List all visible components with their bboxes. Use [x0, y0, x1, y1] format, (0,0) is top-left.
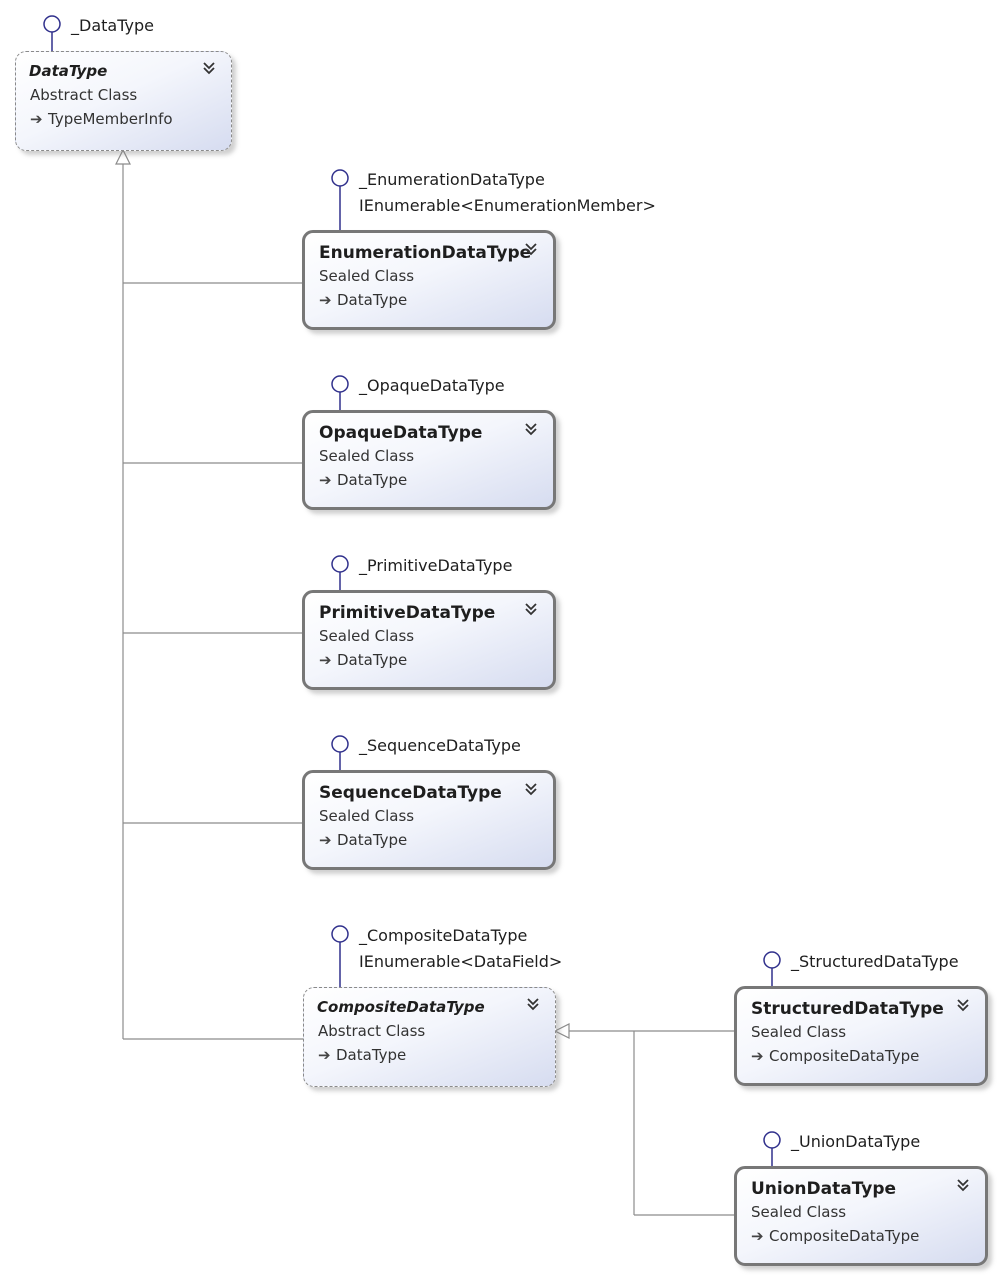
- interface-labels-union: _UnionDataType: [791, 1132, 920, 1158]
- base-type: DataType: [337, 651, 408, 669]
- base-type-row: ➔ CompositeDataType: [751, 1047, 919, 1065]
- class-box-datatype[interactable]: DataType Abstract Class ➔ TypeMemberInfo: [15, 51, 232, 151]
- base-type: CompositeDataType: [769, 1047, 920, 1065]
- base-type: DataType: [337, 471, 408, 489]
- lollipop-icons: [43, 15, 781, 1167]
- double-chevron-down-icon[interactable]: [523, 601, 539, 617]
- double-chevron-down-icon[interactable]: [523, 781, 539, 797]
- interface-labels-opaque: _OpaqueDataType: [359, 376, 505, 402]
- interface-label: _PrimitiveDataType: [359, 556, 513, 575]
- class-name: EnumerationDataType: [319, 243, 532, 263]
- arrow-right-icon: ➔: [30, 110, 43, 128]
- base-type-row: ➔ DataType: [319, 831, 407, 849]
- inheritance-arrowhead-datatype: [115, 148, 131, 165]
- interface-label: IEnumerable<DataField>: [359, 952, 563, 971]
- class-kind: Sealed Class: [319, 267, 415, 285]
- base-type: DataType: [337, 831, 408, 849]
- double-chevron-down-icon[interactable]: [523, 421, 539, 437]
- base-type-row: ➔ DataType: [319, 651, 407, 669]
- arrow-right-icon: ➔: [751, 1047, 764, 1065]
- inheritance-arrowhead-composite: [553, 1023, 570, 1039]
- interface-label: _StructuredDataType: [791, 952, 959, 971]
- arrow-right-icon: ➔: [319, 651, 332, 669]
- double-chevron-down-icon[interactable]: [523, 241, 539, 257]
- interface-labels-composite: _CompositeDataType IEnumerable<DataField…: [359, 926, 562, 978]
- interface-label: _SequenceDataType: [359, 736, 521, 755]
- base-type: DataType: [336, 1046, 407, 1064]
- base-type-row: ➔ CompositeDataType: [751, 1227, 919, 1245]
- double-chevron-down-icon[interactable]: [955, 1177, 971, 1193]
- class-kind: Sealed Class: [319, 627, 415, 645]
- class-name: PrimitiveDataType: [319, 603, 496, 623]
- base-type-row: ➔ DataType: [319, 471, 407, 489]
- double-chevron-down-icon[interactable]: [201, 60, 217, 76]
- arrow-right-icon: ➔: [318, 1046, 331, 1064]
- class-name: SequenceDataType: [319, 783, 502, 803]
- inheritance-lines-datatype: [122, 164, 303, 1040]
- class-box-composite[interactable]: CompositeDataType Abstract Class ➔ DataTy…: [303, 987, 556, 1087]
- interface-labels-primitive: _PrimitiveDataType: [359, 556, 512, 582]
- class-name: CompositeDataType: [317, 998, 485, 1016]
- interface-label: _DataType: [71, 16, 154, 35]
- interface-label: IEnumerable<EnumerationMember>: [359, 196, 656, 215]
- interface-labels-structured: _StructuredDataType: [791, 952, 959, 978]
- inheritance-lines-composite: [569, 1030, 735, 1216]
- interface-label: _OpaqueDataType: [359, 376, 505, 395]
- double-chevron-down-icon[interactable]: [525, 996, 541, 1012]
- base-type-row: ➔ TypeMemberInfo: [30, 110, 173, 128]
- double-chevron-down-icon[interactable]: [955, 997, 971, 1013]
- class-box-enumeration[interactable]: EnumerationDataType Sealed Class ➔ DataTy…: [302, 230, 556, 330]
- class-box-union[interactable]: UnionDataType Sealed Class ➔ CompositeDat…: [734, 1166, 988, 1266]
- class-kind: Abstract Class: [318, 1022, 426, 1040]
- class-box-sequence[interactable]: SequenceDataType Sealed Class ➔ DataType: [302, 770, 556, 870]
- base-type-row: ➔ DataType: [318, 1046, 406, 1064]
- arrow-right-icon: ➔: [319, 831, 332, 849]
- class-kind: Sealed Class: [751, 1203, 847, 1221]
- class-kind: Sealed Class: [319, 807, 415, 825]
- class-name: OpaqueDataType: [319, 423, 483, 443]
- class-name: UnionDataType: [751, 1179, 897, 1199]
- class-kind: Sealed Class: [319, 447, 415, 465]
- interface-label: _EnumerationDataType: [359, 170, 545, 189]
- interface-labels-sequence: _SequenceDataType: [359, 736, 521, 762]
- arrow-right-icon: ➔: [319, 471, 332, 489]
- class-name: DataType: [29, 62, 108, 80]
- interface-label: _UnionDataType: [791, 1132, 921, 1151]
- arrow-right-icon: ➔: [751, 1227, 764, 1245]
- interface-labels-enumeration: _EnumerationDataType IEnumerable<Enumera…: [359, 170, 656, 222]
- base-type-row: ➔ DataType: [319, 291, 407, 309]
- class-box-primitive[interactable]: PrimitiveDataType Sealed Class ➔ DataType: [302, 590, 556, 690]
- class-kind: Sealed Class: [751, 1023, 847, 1041]
- class-name: StructuredDataType: [751, 999, 944, 1019]
- class-kind: Abstract Class: [30, 86, 138, 104]
- base-type: TypeMemberInfo: [48, 110, 173, 128]
- class-box-opaque[interactable]: OpaqueDataType Sealed Class ➔ DataType: [302, 410, 556, 510]
- arrow-right-icon: ➔: [319, 291, 332, 309]
- interface-labels-datatype: _DataType: [71, 16, 154, 42]
- class-box-structured[interactable]: StructuredDataType Sealed Class ➔ Composi…: [734, 986, 988, 1086]
- base-type: DataType: [337, 291, 408, 309]
- base-type: CompositeDataType: [769, 1227, 920, 1245]
- interface-label: _CompositeDataType: [359, 926, 528, 945]
